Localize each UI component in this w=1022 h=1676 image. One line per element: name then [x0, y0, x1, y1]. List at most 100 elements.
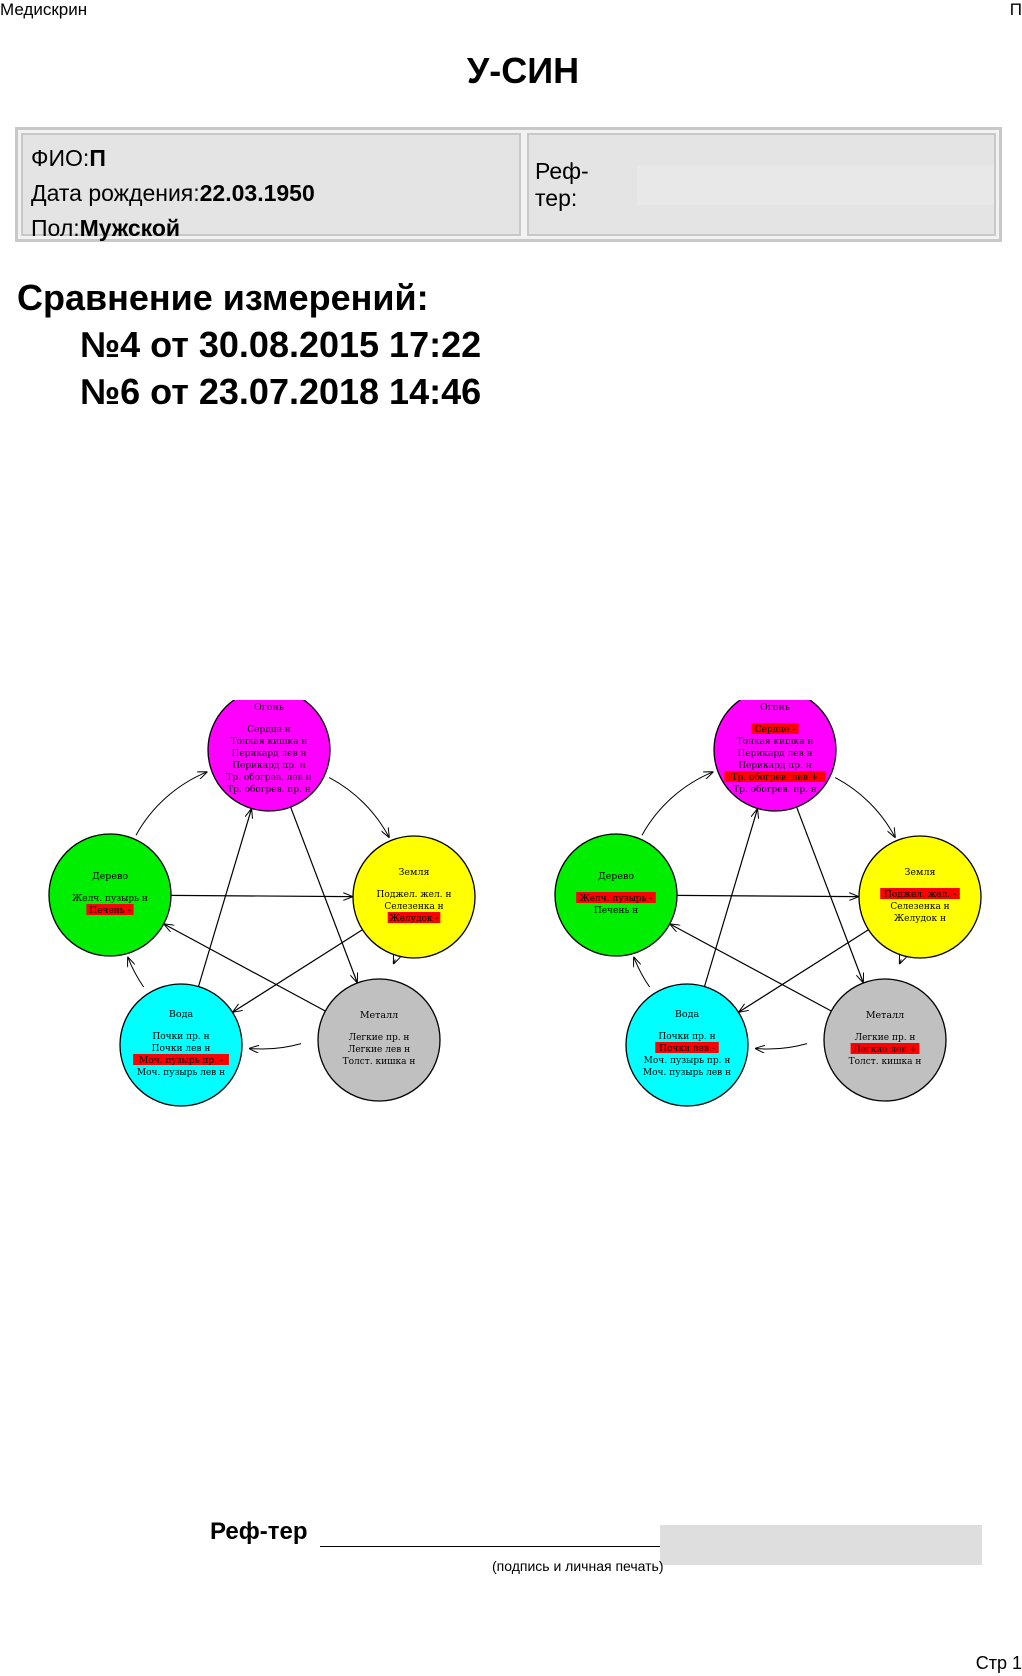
cycle-arrow: [641, 772, 713, 836]
sex-value: Мужской: [79, 215, 181, 241]
comparison-block: Сравнение измерений: №4 от 30.08.2015 17…: [17, 274, 481, 415]
element-metal-name: Металл: [360, 1010, 398, 1021]
control-arrow: [703, 809, 757, 989]
element-earth-circle: [352, 835, 476, 959]
meridian-label: Поджел. жел. -: [884, 890, 956, 900]
meridian-label: Моч. пузырь пр. н: [644, 1056, 731, 1066]
element-water-name: Вода: [675, 1009, 700, 1020]
meridian-label: Почки пр. н: [658, 1032, 715, 1042]
meridian-label: Перикард лев н: [231, 749, 306, 759]
sex-label: Пол:: [31, 215, 80, 241]
meridian-label: Печень н: [594, 906, 638, 916]
header-right-mark: П: [1009, 0, 1022, 19]
meridian-label: Желч. пузырь -: [580, 894, 653, 904]
control-arrow: [233, 928, 365, 1012]
element-fire-name: Огонь: [254, 702, 284, 713]
birth-value: 22.03.1950: [199, 180, 315, 206]
highlight-marker: [850, 1043, 920, 1054]
patient-info-table: ФИО:П Дата рождения:22.03.1950 Пол:Мужск…: [15, 127, 1002, 242]
meridian-label: Перикард лев н: [737, 749, 812, 759]
meridian-label: Тр. обогрев. лев н: [226, 772, 311, 783]
meridian-label: Тр. обогрев. лев +: [732, 772, 819, 783]
highlight-marker: [751, 723, 799, 734]
meridian-label: Перикард пр. н: [738, 761, 812, 771]
control-arrow: [165, 924, 328, 1013]
element-earth-name: Земля: [905, 867, 936, 878]
fio-row: ФИО:П: [31, 141, 511, 176]
control-arrow: [739, 928, 871, 1012]
element-metal-circle: [317, 978, 441, 1102]
meridian-label: Сердце н: [247, 725, 291, 735]
meridian-label: Желудок н: [894, 914, 946, 924]
meridian-label: Толст. кишка н: [849, 1057, 922, 1067]
control-arrow: [289, 804, 357, 982]
highlight-marker: [655, 1042, 719, 1053]
meridian-label: Тр. обогрев. пр. н: [227, 784, 311, 795]
meridian-label: Легкие лев +: [853, 1045, 917, 1055]
cycle-arrow: [634, 958, 651, 988]
comparison-heading: Сравнение измерений:: [17, 277, 429, 318]
element-water-name: Вода: [169, 1009, 194, 1020]
page-title: У-СИН: [466, 50, 580, 91]
referrer-label: Реф-тер:: [535, 157, 589, 211]
meridian-label: Моч. пузырь пр. -: [139, 1056, 223, 1066]
element-earth-name: Земля: [399, 867, 430, 878]
cycle-arrow: [328, 777, 389, 837]
element-wood-name: Дерево: [598, 871, 634, 882]
measurement-2: №6 от 23.07.2018 14:46: [80, 371, 482, 412]
element-metal-circle: [823, 978, 947, 1102]
highlight-marker: [880, 888, 960, 899]
element-metal-name: Металл: [866, 1010, 904, 1021]
element-water-circle: [119, 983, 243, 1107]
cycle-arrow: [128, 958, 145, 988]
cycle-arrow: [250, 1043, 302, 1049]
signature-label: Реф-тер: [210, 1518, 308, 1545]
meridian-label: Почки лев -: [659, 1044, 715, 1054]
meridian-label: Сердце -: [755, 725, 796, 735]
meridian-label: Печень -: [89, 906, 130, 916]
element-fire-name: Огонь: [760, 702, 790, 713]
cycle-arrow: [756, 1043, 808, 1049]
meridian-label: Тонкая кишка н: [231, 737, 308, 747]
meridian-label: Селезенка н: [890, 902, 949, 912]
meridian-label: Легкие пр. н: [349, 1033, 410, 1043]
signature-note: (подпись и личная печать): [492, 1558, 664, 1574]
meridian-label: Толст. кишка н: [343, 1057, 416, 1067]
signature-line: [320, 1546, 660, 1547]
highlight-marker: [576, 892, 656, 903]
meridian-label: Легкие пр. н: [855, 1033, 916, 1043]
fio-value: П: [89, 145, 106, 171]
measurement-1: №4 от 30.08.2015 17:22: [80, 324, 482, 365]
control-arrow: [795, 804, 863, 982]
highlight-marker: [86, 904, 134, 915]
element-fire-circle: [207, 700, 331, 812]
referrer-redacted: [637, 164, 994, 205]
highlight-marker: [133, 1054, 229, 1065]
meridian-label: Тр. обогрев. пр. н: [733, 784, 817, 795]
sex-row: Пол:Мужской: [31, 211, 511, 246]
signature-redacted: [660, 1525, 982, 1565]
meridian-label: Селезенка н: [384, 902, 443, 912]
page-number: Стр 1: [975, 1653, 1022, 1673]
meridian-label: Легкие лев н: [348, 1045, 410, 1055]
birth-label: Дата рождения:: [31, 180, 200, 206]
cycle-arrow: [900, 959, 902, 963]
app-name: Медискрин: [0, 0, 88, 19]
referrer-cell: Реф-тер:: [527, 133, 996, 236]
fio-label: ФИО:: [31, 145, 90, 171]
cycle-arrow: [135, 772, 207, 836]
element-wood-circle: [48, 833, 172, 957]
control-arrow: [168, 895, 352, 896]
element-wood-name: Дерево: [92, 871, 128, 882]
meridian-label: Почки пр. н: [152, 1032, 209, 1042]
